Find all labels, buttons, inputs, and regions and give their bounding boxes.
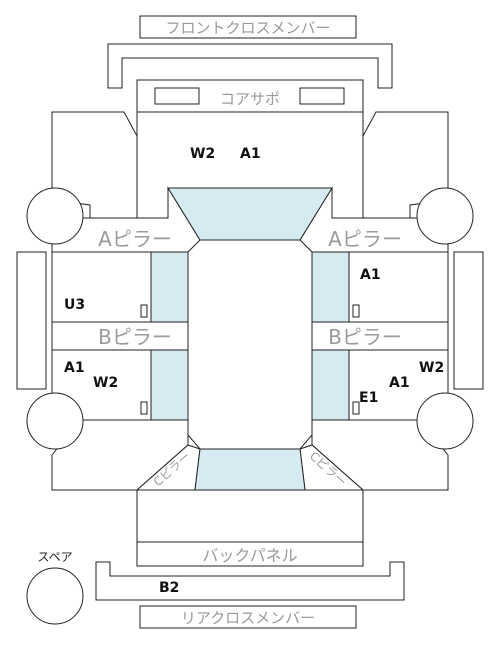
code-right-rear-fender-w2: W2	[419, 360, 444, 376]
wheel-rear-right	[416, 392, 474, 450]
a-pillar-left-label: Aピラー	[98, 227, 172, 251]
right-front-window	[311, 251, 350, 323]
b-pillar-right	[311, 321, 449, 351]
right-rear-door-handle	[352, 401, 360, 415]
code-right-front-door-a1: A1	[360, 267, 381, 283]
wheel-front-left	[26, 187, 84, 245]
left-rear-door-handle	[140, 401, 148, 415]
a-pillar-right-label: Aピラー	[328, 227, 402, 251]
left-front-door-handle	[140, 304, 148, 318]
rear-bumper	[95, 561, 405, 601]
headlight-right	[299, 87, 345, 105]
trunk-lid	[136, 489, 364, 543]
left-side-skirt	[16, 251, 47, 390]
right-front-door-handle	[352, 304, 360, 318]
code-hood-a1: A1	[240, 146, 261, 162]
right-rear-window	[311, 349, 350, 421]
front-bumper	[107, 43, 393, 89]
back-panel-label: バックパネル	[202, 546, 297, 565]
front-cross-member-box	[139, 15, 357, 39]
headlight-left	[154, 87, 200, 105]
code-left-rear-door-a1: A1	[64, 360, 85, 376]
front-cross-member-label: フロントクロスメンバー	[165, 19, 330, 37]
wheel-rear-left	[26, 392, 84, 450]
core-support-label: コアサポ	[220, 90, 280, 108]
spare-tire	[26, 567, 84, 625]
wheel-front-right	[416, 187, 474, 245]
code-left-rear-door-w2: W2	[93, 375, 118, 391]
code-rear-b2: B2	[159, 580, 179, 596]
b-pillar-right-label: Bピラー	[328, 325, 402, 349]
code-right-rear-door-a1: A1	[389, 375, 410, 391]
back-panel-box	[136, 541, 364, 567]
rear-cross-member-box	[139, 605, 357, 629]
code-left-front-door-u3: U3	[64, 297, 85, 313]
code-right-rear-door-e1: E1	[359, 390, 378, 406]
rear-cross-member-label: リアクロスメンバー	[181, 609, 315, 627]
rear-window	[194, 448, 306, 491]
spare-label: スペア	[37, 550, 72, 564]
code-hood-w2: W2	[190, 146, 215, 162]
left-front-window	[150, 251, 189, 323]
b-pillar-left	[51, 321, 189, 351]
b-pillar-left-label: Bピラー	[98, 325, 172, 349]
roof-panel	[187, 239, 313, 450]
right-side-skirt	[453, 251, 484, 390]
left-rear-window	[150, 349, 189, 421]
